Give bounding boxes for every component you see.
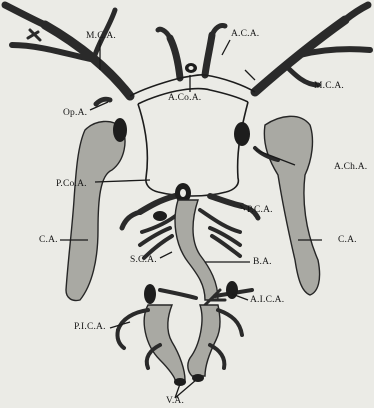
right-carotid-siphon — [234, 122, 250, 146]
label-va: V.A. — [166, 397, 184, 407]
right-mca-vessel — [255, 5, 370, 92]
label-aca: A.C.A. — [231, 30, 259, 40]
aca-vessels — [158, 25, 225, 78]
label-pica: P.I.C.A. — [74, 323, 106, 333]
vertebral-arteries — [117, 305, 242, 386]
label-pcoa: P.Co.A. — [56, 180, 87, 190]
label-ach-a: A.Ch.A. — [334, 163, 367, 173]
label-ca-right: C.A. — [338, 236, 357, 246]
label-ca-left: C.A. — [39, 236, 58, 246]
label-mca-right: M.C.A. — [314, 82, 344, 92]
aica-vessels — [144, 281, 252, 305]
label-ba: B.A. — [253, 258, 272, 268]
left-mca-vessel — [5, 5, 130, 96]
label-acoa: A.Co.A. — [168, 94, 201, 104]
label-aica: A.I.C.A. — [250, 296, 284, 306]
label-pca: P.C.A. — [247, 206, 273, 216]
label-sca: S.C.A. — [130, 256, 157, 266]
label-mca-left: M.C.A. — [86, 32, 116, 42]
left-carotid-siphon — [113, 118, 127, 142]
basilar-artery — [175, 200, 218, 300]
left-carotid — [66, 99, 127, 300]
label-oph-a: Op.A. — [63, 109, 87, 119]
